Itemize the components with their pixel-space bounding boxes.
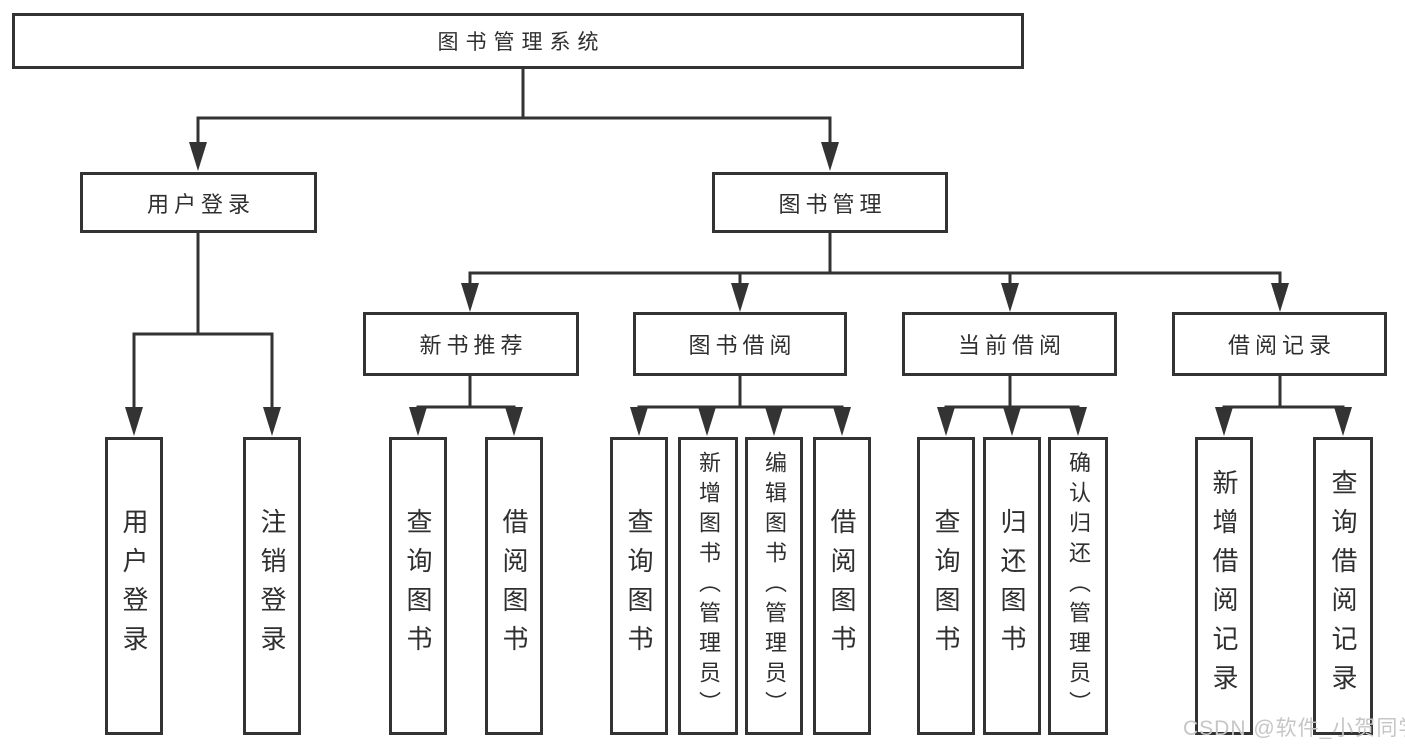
leaf-label: 新增借阅记录 (1209, 469, 1239, 703)
arrow-down-icon (189, 142, 207, 171)
watermark: CSDN @软件_小贺同学 (1183, 717, 1405, 740)
leaf-logout: 注销登录 (243, 437, 301, 735)
node-label: 用户登录 (146, 191, 255, 217)
arrow-down-icon (698, 407, 716, 436)
leaf-query-books-recommend: 查询图书 (389, 437, 447, 735)
node-user-login: 用户登录 (80, 172, 317, 233)
node-library-system: 图书管理系统 (12, 13, 1024, 69)
connector-line (468, 231, 1282, 288)
arrow-down-icon (461, 283, 479, 312)
connector-line (1222, 374, 1345, 409)
arrow-down-icon (409, 407, 427, 436)
leaf-confirm-return-admin: 确认归还（管理员） (1048, 437, 1108, 735)
leaf-label: 编辑图书（管理员） (762, 451, 787, 721)
connector-line (416, 374, 516, 409)
leaf-borrow-books-recommend: 借阅图书 (485, 437, 543, 735)
leaf-edit-book-admin: 编辑图书（管理员） (745, 437, 803, 735)
leaf-label: 新增图书（管理员） (696, 451, 721, 721)
arrow-down-icon (821, 142, 839, 171)
node-current-borrow: 当前借阅 (902, 312, 1117, 376)
leaf-add-borrow-record: 新增借阅记录 (1195, 437, 1253, 735)
arrow-down-icon (1271, 283, 1289, 312)
arrow-down-icon (833, 407, 851, 436)
connector-line (196, 68, 832, 148)
arrow-down-icon (1334, 407, 1352, 436)
arrow-down-icon (765, 407, 783, 436)
arrow-down-icon (731, 283, 749, 312)
leaf-query-books-current: 查询图书 (917, 437, 975, 735)
node-label: 新书推荐 (419, 333, 528, 358)
arrow-down-icon (263, 407, 281, 436)
leaf-return-book: 归还图书 (983, 437, 1041, 735)
leaf-label: 查询借阅记录 (1328, 469, 1358, 703)
leaf-query-borrow-record: 查询借阅记录 (1313, 437, 1373, 735)
arrow-down-icon (937, 407, 955, 436)
leaf-add-book-admin: 新增图书（管理员） (678, 437, 738, 735)
node-label: 当前借阅 (957, 333, 1066, 358)
leaf-label: 查询图书 (931, 508, 961, 664)
leaf-label: 借阅图书 (827, 508, 857, 664)
arrow-down-icon (505, 407, 523, 436)
connector-line (944, 374, 1080, 409)
leaf-query-books-borrow: 查询图书 (610, 437, 668, 735)
leaf-label: 归还图书 (997, 508, 1027, 664)
leaf-label: 借阅图书 (499, 508, 529, 664)
leaf-label: 用户登录 (119, 508, 149, 664)
node-label: 图书管理 (778, 191, 887, 217)
node-book-management: 图书管理 (712, 172, 948, 233)
leaf-user-login: 用户登录 (105, 437, 163, 735)
node-label: 借阅记录 (1227, 333, 1336, 358)
node-book-borrow: 图书借阅 (633, 312, 847, 376)
arrow-down-icon (125, 407, 143, 436)
leaf-label: 查询图书 (624, 508, 654, 664)
leaf-borrow-books: 借阅图书 (813, 437, 871, 735)
connector-line (637, 374, 844, 409)
arrow-down-icon (1069, 407, 1087, 436)
node-label: 图书管理系统 (437, 31, 606, 54)
arrow-down-icon (1215, 407, 1233, 436)
node-new-book-recommend: 新书推荐 (363, 312, 579, 376)
arrow-down-icon (630, 407, 648, 436)
node-borrow-records: 借阅记录 (1172, 312, 1387, 376)
leaf-label: 确认归还（管理员） (1066, 451, 1091, 721)
arrow-down-icon (1001, 283, 1019, 312)
leaf-label: 注销登录 (257, 508, 287, 664)
arrow-down-icon (1003, 407, 1021, 436)
connector-line (132, 231, 274, 412)
node-label: 图书借阅 (688, 333, 797, 358)
arrowheads (125, 142, 1352, 436)
leaf-label: 查询图书 (403, 508, 433, 664)
